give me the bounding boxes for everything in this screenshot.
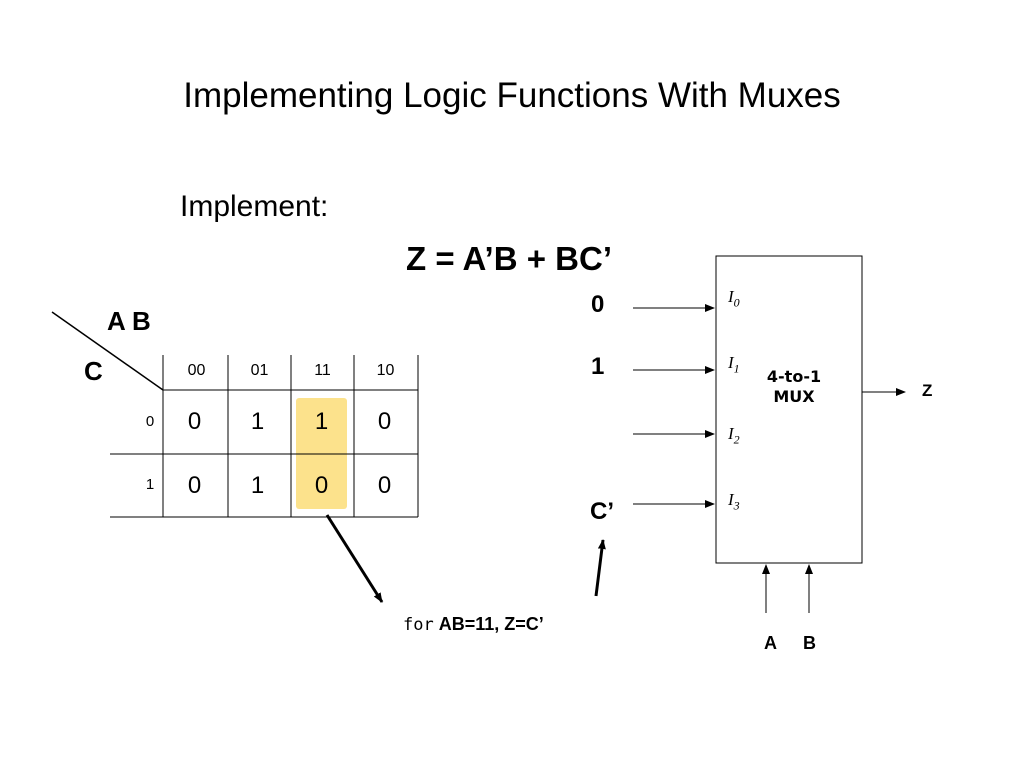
note-to-input-arrow xyxy=(594,539,606,597)
kmap-col-header: 10 xyxy=(376,362,395,379)
kmap-diagonal xyxy=(51,311,164,391)
note-prefix: for xyxy=(403,615,434,635)
kmap-cell: 1 xyxy=(250,408,265,435)
mux-input-arrows xyxy=(633,304,715,508)
mux-input-value: 1 xyxy=(591,353,605,380)
mux-input-label: I1 xyxy=(728,353,740,376)
kmap-row-header: 1 xyxy=(145,476,155,493)
kmap-cell: 0 xyxy=(377,472,392,499)
boolean-equation: Z = A’B + BC’ xyxy=(406,240,612,277)
kmap-col-header: 01 xyxy=(250,362,269,379)
kmap-cell: 0 xyxy=(187,472,202,499)
mux-input-value: 0 xyxy=(591,291,605,318)
kmap-c-label: C xyxy=(84,356,103,386)
mux-output-label: Z xyxy=(922,381,933,400)
mux-label: 4-to-1 MUX xyxy=(752,367,836,407)
cell-to-note-arrow xyxy=(325,514,384,603)
select-a-label: A xyxy=(764,633,777,653)
mux-input-value: C’ xyxy=(590,498,614,525)
kmap-cell: 1 xyxy=(314,408,329,435)
select-b-label: B xyxy=(803,633,816,653)
mux-label-line2: MUX xyxy=(773,387,815,406)
mux-label-line1: 4-to-1 xyxy=(766,367,822,386)
kmap-col-header: 11 xyxy=(314,362,331,379)
kmap-col-header: 00 xyxy=(187,362,206,379)
implement-label: Implement: xyxy=(180,190,329,223)
note-condition: AB=11, Z=C’ xyxy=(438,614,544,634)
kmap-ab-label: A B xyxy=(107,306,151,336)
kmap-cell: 1 xyxy=(250,472,265,499)
mux-box xyxy=(715,255,863,564)
case-note: for AB=11, Z=C’ xyxy=(403,614,544,635)
kmap-cell: 0 xyxy=(314,472,329,499)
mux-input-label: I2 xyxy=(728,424,740,447)
kmap-row-header: 0 xyxy=(145,413,155,430)
mux-input-label: I0 xyxy=(728,287,740,310)
mux-input-label: I3 xyxy=(728,490,740,513)
kmap-cell: 0 xyxy=(377,408,392,435)
kmap-grid xyxy=(110,355,419,518)
kmap-cell: 0 xyxy=(187,408,202,435)
slide-title: Implementing Logic Functions With Muxes xyxy=(183,76,841,115)
